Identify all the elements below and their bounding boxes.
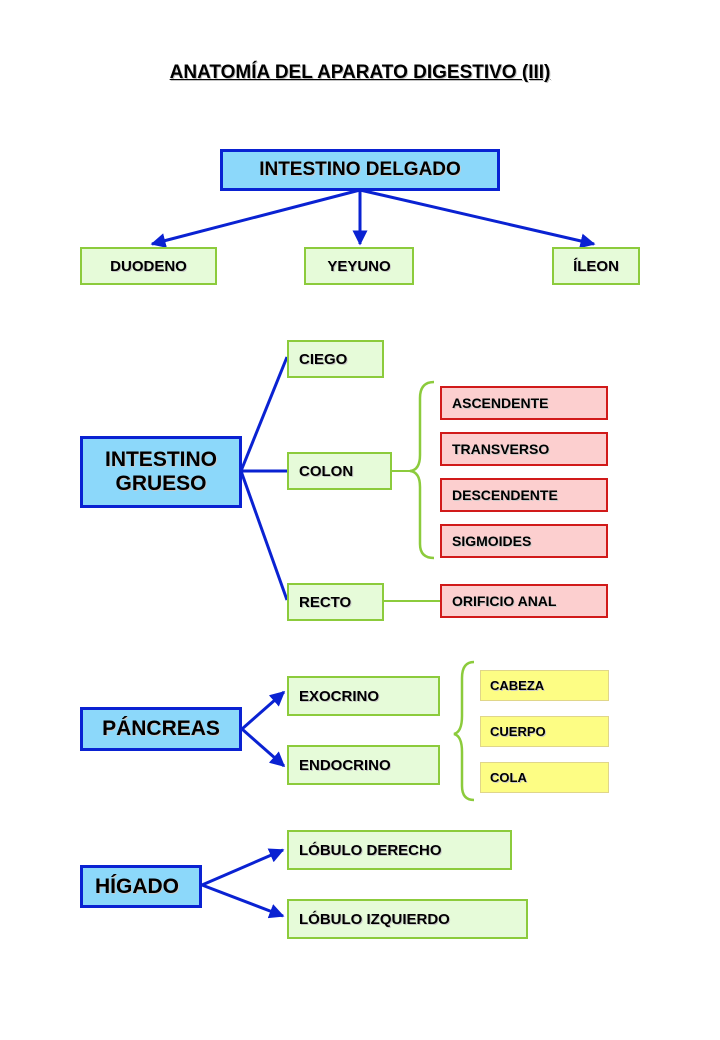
pancreas-cabeza-label: CABEZA: [490, 678, 545, 693]
exocrino-box: EXOCRINO: [287, 676, 440, 716]
ileon-label: ÍLEON: [573, 257, 619, 275]
intestino-grueso-label-1: INTESTINO: [104, 448, 217, 471]
orificio-anal-box: ORIFICIO ANAL: [440, 584, 608, 618]
pancreas-cola-box: COLA: [480, 762, 609, 793]
colon-sigmoides-box: SIGMOIDES: [440, 524, 608, 558]
endocrino-box: ENDOCRINO: [287, 745, 440, 785]
lobulo-izquierdo-label: LÓBULO IZQUIERDO: [299, 910, 450, 928]
arrow-to-endocrino: [241, 727, 286, 768]
colon-sigmoides-label: SIGMOIDES: [452, 533, 532, 549]
intestino-delgado-label: INTESTINO DELGADO: [259, 159, 461, 180]
intestino-delgado-box: INTESTINO DELGADO: [220, 149, 500, 191]
pancreas-cola-label: COLA: [490, 770, 527, 785]
arrow-to-duodeno: [150, 188, 361, 248]
duodeno-box: DUODENO: [80, 247, 217, 285]
exocrino-label: EXOCRINO: [299, 687, 380, 705]
line-to-ciego: [239, 356, 289, 472]
arrow-to-lobulo-izquierdo: [201, 883, 285, 919]
yeyuno-box: YEYUNO: [304, 247, 414, 285]
colon-label: COLON: [299, 462, 354, 480]
higado-label: HÍGADO: [95, 874, 179, 898]
lobulo-derecho-box: LÓBULO DERECHO: [287, 830, 512, 870]
lobulo-izquierdo-box: LÓBULO IZQUIERDO: [287, 899, 528, 939]
line-to-recto: [239, 470, 289, 601]
recto-box: RECTO: [287, 583, 384, 621]
colon-transverso-box: TRANSVERSO: [440, 432, 608, 466]
colon-descendente-box: DESCENDENTE: [440, 478, 608, 512]
orificio-anal-label: ORIFICIO ANAL: [452, 593, 557, 609]
duodeno-label: DUODENO: [110, 257, 187, 275]
colon-ascendente-box: ASCENDENTE: [440, 386, 608, 420]
pancreas-cabeza-box: CABEZA: [480, 670, 609, 701]
yeyuno-label: YEYUNO: [327, 257, 391, 275]
pancreas-label: PÁNCREAS: [102, 717, 220, 740]
lobulo-derecho-label: LÓBULO DERECHO: [299, 841, 442, 859]
endocrino-label: ENDOCRINO: [299, 756, 391, 774]
pancreas-cuerpo-label: CUERPO: [490, 724, 546, 739]
intestino-grueso-box: INTESTINO GRUESO: [80, 436, 242, 508]
colon-transverso-label: TRANSVERSO: [452, 441, 550, 457]
arrow-to-exocrino: [241, 690, 286, 731]
pancreas-box: PÁNCREAS: [80, 707, 242, 751]
colon-ascendente-label: ASCENDENTE: [452, 395, 549, 411]
arrow-to-lobulo-derecho: [201, 848, 285, 887]
brace-pancreas: [453, 660, 475, 802]
ciego-box: CIEGO: [287, 340, 384, 378]
colon-box: COLON: [287, 452, 392, 490]
arrow-to-ileon: [359, 188, 596, 249]
colon-descendente-label: DESCENDENTE: [452, 487, 558, 503]
intestino-grueso-label-2: GRUESO: [115, 472, 207, 495]
diagram-title: ANATOMÍA DEL APARATO DIGESTIVO (III): [169, 62, 551, 83]
higado-box: HÍGADO: [80, 865, 202, 908]
brace-colon: [409, 380, 435, 560]
ileon-box: ÍLEON: [552, 247, 640, 285]
ciego-label: CIEGO: [299, 350, 348, 368]
recto-label: RECTO: [299, 593, 352, 611]
pancreas-cuerpo-box: CUERPO: [480, 716, 609, 747]
